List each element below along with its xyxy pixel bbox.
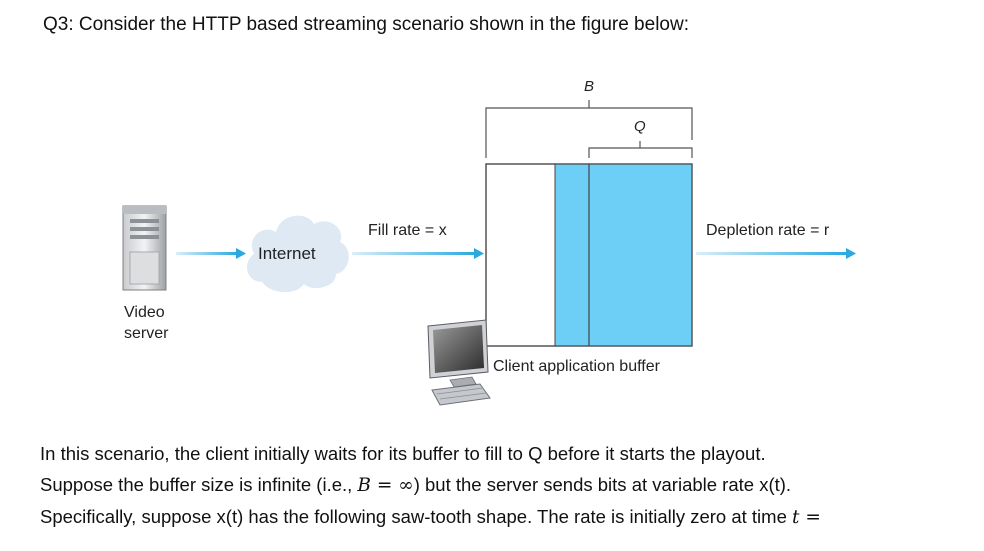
server-label-line1: Video [124, 304, 165, 321]
paragraph-line-2: Suppose the buffer size is infinite (i.e… [40, 469, 942, 501]
buffer-infinite-math: B = ∞ [357, 475, 414, 496]
client-computer-icon [427, 319, 491, 406]
threshold-label: Q [634, 118, 646, 135]
internet-cloud [247, 215, 349, 293]
server-to-internet-arrow [176, 248, 246, 259]
server-icon [122, 205, 167, 291]
fill-rate-label: Fill rate = x [368, 222, 447, 239]
time-math: t = [792, 507, 821, 528]
paragraph-line-2-end: ) but the server sends bits at variable … [413, 474, 792, 495]
depletion-rate-label: Depletion rate = r [706, 222, 830, 239]
client-buffer [485, 163, 693, 347]
paragraph-line-3-start: Specifically, suppose x(t) has the follo… [40, 506, 793, 527]
threshold-bracket [588, 141, 693, 158]
question-title: Q3: Consider the HTTP based streaming sc… [43, 14, 689, 35]
paragraph-line-2-start: Suppose the buffer size is infinite (i.e… [40, 474, 358, 495]
depletion-rate-arrow [696, 248, 856, 259]
buffer-label: Client application buffer [493, 358, 660, 375]
fill-rate-arrow [352, 248, 484, 259]
paragraph-line-1: In this scenario, the client initially w… [40, 443, 766, 464]
problem-paragraph: In this scenario, the client initially w… [40, 438, 942, 533]
paragraph-line-3: Specifically, suppose x(t) has the follo… [40, 501, 942, 533]
buffer-size-label: B [584, 78, 595, 95]
server-label-line2: server [124, 325, 169, 342]
buffer-size-bracket [485, 100, 693, 158]
internet-label: Internet [258, 244, 316, 263]
